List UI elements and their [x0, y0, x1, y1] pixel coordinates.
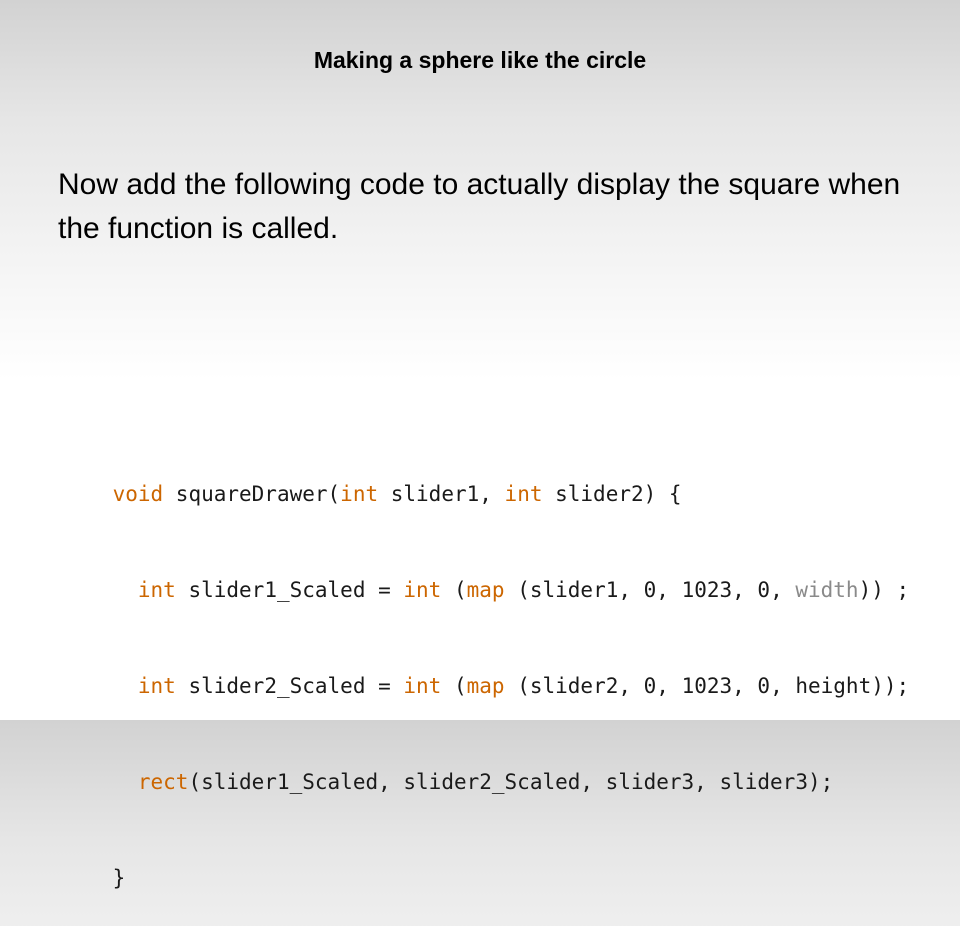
- code-token: squareDrawer(: [163, 482, 341, 506]
- code-token: int: [137, 674, 176, 698]
- code-line: int slider2_Scaled = int (map (slider2, …: [62, 638, 942, 698]
- code-line: void squareDrawer(int slider1, int slide…: [62, 446, 942, 506]
- code-token: void: [112, 482, 164, 506]
- code-token: slider1,: [378, 482, 505, 506]
- code-line: int slider1_Scaled = int (map (slider1, …: [62, 542, 942, 602]
- code-token: (slider1_Scaled, slider2_Scaled, slider3…: [188, 770, 834, 794]
- code-token: int: [504, 482, 543, 506]
- code-token: }: [112, 866, 126, 890]
- code-token: map: [466, 674, 505, 698]
- code-token: slider2_Scaled =: [175, 674, 404, 698]
- code-token: [113, 674, 138, 698]
- code-token: (slider2, 0, 1023, 0, height));: [504, 674, 910, 698]
- code-token: map: [466, 578, 505, 602]
- code-token: )) ;: [858, 578, 910, 602]
- code-block: void squareDrawer(int slider1, int slide…: [62, 382, 942, 894]
- code-token: slider2) {: [542, 482, 682, 506]
- slide-body-text: Now add the following code to actually d…: [58, 168, 901, 245]
- code-token: int: [340, 482, 379, 506]
- code-token: [113, 578, 138, 602]
- slide-title: Making a sphere like the circle: [313, 47, 647, 73]
- code-token: int: [403, 578, 442, 602]
- code-token: rect: [137, 770, 189, 794]
- code-token: (: [441, 674, 467, 698]
- code-token: slider1_Scaled =: [175, 578, 404, 602]
- code-token: int: [403, 674, 442, 698]
- code-token: [113, 770, 138, 794]
- code-line: }: [62, 830, 942, 890]
- code-token: (slider1, 0, 1023, 0,: [504, 578, 796, 602]
- code-line: rect(slider1_Scaled, slider2_Scaled, sli…: [62, 734, 942, 794]
- code-token: int: [137, 578, 176, 602]
- code-token: width: [795, 578, 859, 602]
- code-token: (: [441, 578, 467, 602]
